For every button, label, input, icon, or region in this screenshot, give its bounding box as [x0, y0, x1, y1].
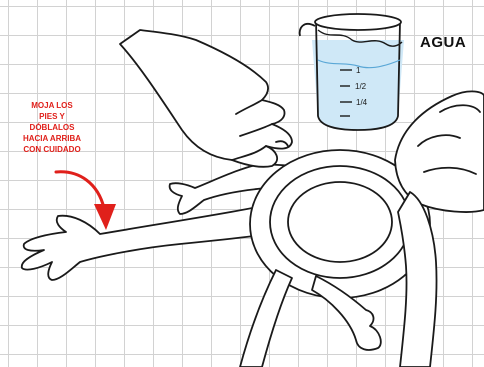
- mark-quarter: 1/4: [356, 98, 368, 107]
- lower-left-leg: [240, 270, 292, 367]
- mark-half: 1/2: [355, 82, 367, 91]
- mark-1: 1: [356, 66, 361, 75]
- right-leg: [398, 192, 437, 367]
- water-label: AGUA: [420, 34, 466, 51]
- measuring-cup-icon: [300, 14, 404, 130]
- left-arm: [22, 200, 290, 280]
- body-inner: [288, 182, 392, 262]
- instruction-text: MOJA LOS PIES Y DÓBLALOS HACIA ARRIBA CO…: [2, 100, 102, 155]
